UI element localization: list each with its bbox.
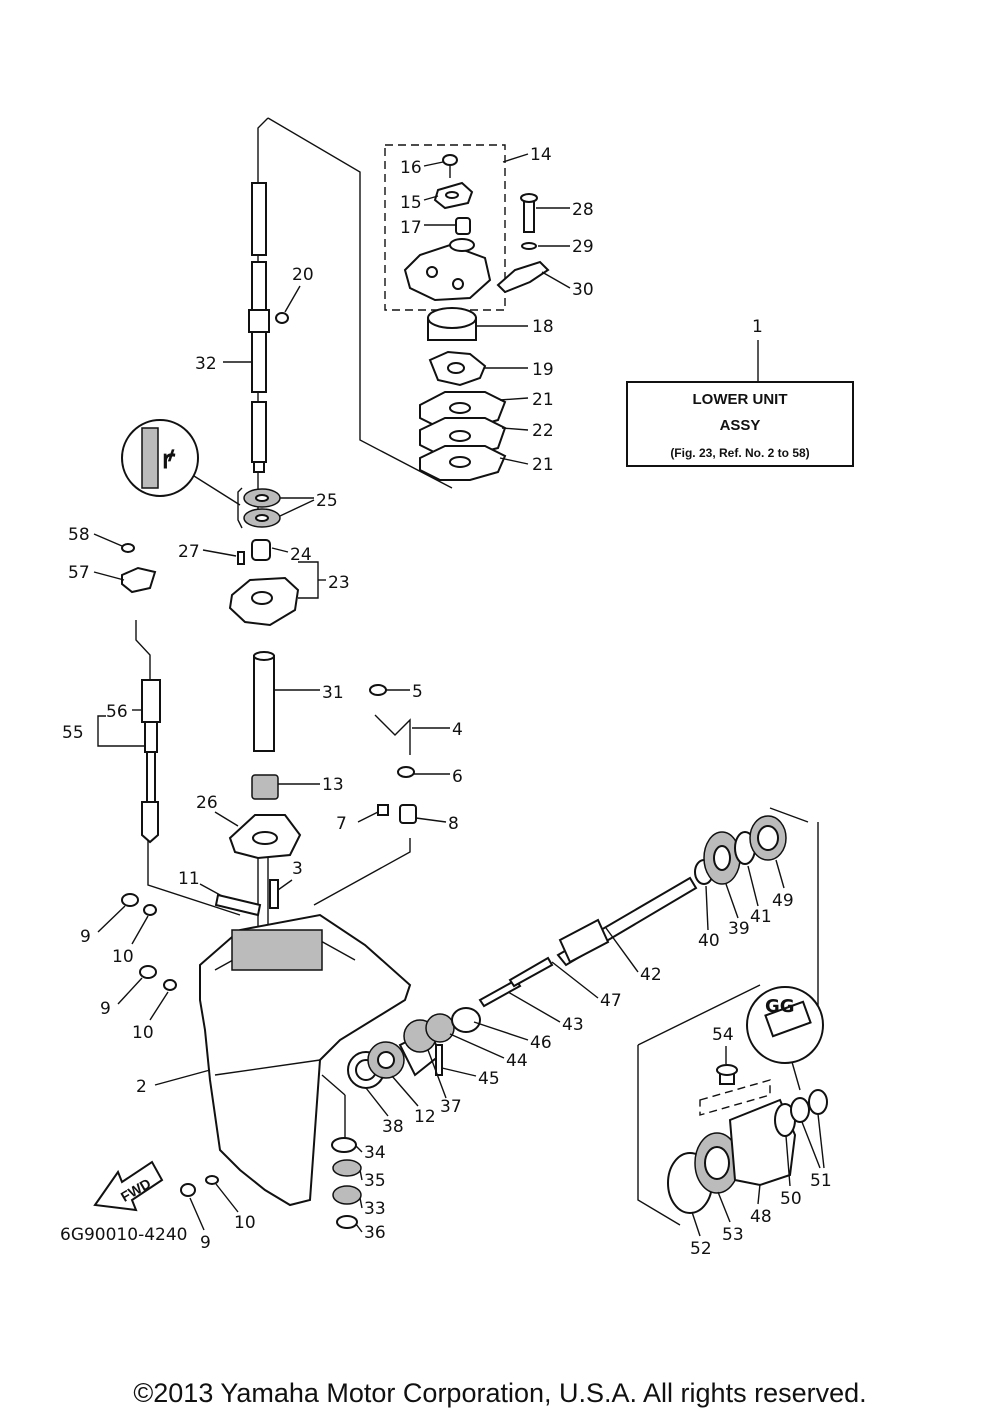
callout-32: 32 — [195, 354, 217, 374]
drive-shaft-housing — [228, 539, 300, 627]
callout-37: 37 — [440, 1097, 462, 1117]
grease-symbol: GG — [765, 996, 795, 1017]
callout-12: 12 — [414, 1107, 436, 1127]
callout-labels: 14 16 15 17 28 29 30 18 19 21 22 21 20 3… — [62, 145, 832, 1259]
callout-7: 7 — [336, 814, 347, 834]
callout-21b: 21 — [532, 455, 554, 475]
callout-15: 15 — [400, 193, 422, 213]
callout-50: 50 — [780, 1189, 802, 1209]
casing-fasteners — [121, 879, 279, 1197]
lower-unit-assy-box: 1 LOWER UNIT ASSY (Fig. 23, Ref. No. 2 t… — [626, 317, 854, 467]
prop-shaft-housing — [667, 1064, 828, 1214]
bearings — [237, 487, 281, 529]
svg-text:ꝵ: ꝵ — [162, 445, 176, 475]
callout-21a: 21 — [532, 390, 554, 410]
callout-9a: 9 — [80, 927, 91, 947]
callout-48: 48 — [750, 1207, 772, 1227]
callout-9b: 9 — [100, 999, 111, 1019]
diagram-code: 6G90010-4240 — [60, 1225, 187, 1245]
callout-20: 20 — [292, 265, 314, 285]
callout-47: 47 — [600, 991, 622, 1011]
callout-56: 56 — [106, 702, 128, 722]
callout-16: 16 — [400, 158, 422, 178]
callout-22: 22 — [532, 421, 554, 441]
fwd-arrow: FWD — [93, 1160, 164, 1212]
callout-52: 52 — [690, 1239, 712, 1259]
callout-58: 58 — [68, 525, 90, 545]
callout-36: 36 — [364, 1223, 386, 1243]
callout-44: 44 — [506, 1051, 528, 1071]
callout-23: 23 — [328, 573, 350, 593]
callout-18: 18 — [532, 317, 554, 337]
box-ref-number: 1 — [752, 317, 763, 337]
pinion-gear-parts — [331, 1007, 481, 1229]
callout-35: 35 — [364, 1171, 386, 1191]
middle-tube-parts — [228, 651, 302, 860]
propeller-shaft — [478, 876, 698, 1008]
callout-24: 24 — [290, 545, 312, 565]
callout-11: 11 — [178, 869, 200, 889]
callout-46: 46 — [530, 1033, 552, 1053]
callout-45: 45 — [478, 1069, 500, 1089]
callout-6: 6 — [452, 767, 463, 787]
box-subtitle: (Fig. 23, Ref. No. 2 to 58) — [670, 446, 809, 460]
callout-49: 49 — [772, 891, 794, 911]
grease-detail-circle: GG — [746, 986, 824, 1091]
callout-54: 54 — [712, 1025, 734, 1045]
drive-shaft — [248, 182, 289, 473]
callout-43: 43 — [562, 1015, 584, 1035]
callout-53: 53 — [722, 1225, 744, 1245]
box-title: LOWER UNIT — [693, 391, 788, 408]
callout-31: 31 — [322, 683, 344, 703]
callout-9c: 9 — [200, 1233, 211, 1253]
callout-42: 42 — [640, 965, 662, 985]
callout-13: 13 — [322, 775, 344, 795]
callout-38: 38 — [382, 1117, 404, 1137]
water-tube-parts — [369, 684, 417, 824]
forward-gear-stack — [694, 815, 787, 885]
callout-4: 4 — [452, 720, 463, 740]
callout-10a: 10 — [112, 947, 134, 967]
callout-5: 5 — [412, 682, 423, 702]
callout-55: 55 — [62, 723, 84, 743]
callout-2: 2 — [136, 1077, 147, 1097]
copyright-notice: ©2013 Yamaha Motor Corporation, U.S.A. A… — [133, 1378, 867, 1408]
callout-57: 57 — [68, 563, 90, 583]
callout-3: 3 — [292, 859, 303, 879]
lower-casing — [199, 913, 412, 1207]
callout-26: 26 — [196, 793, 218, 813]
callout-25: 25 — [316, 491, 338, 511]
callout-8: 8 — [448, 814, 459, 834]
callout-14: 14 — [530, 145, 552, 165]
callout-33: 33 — [364, 1199, 386, 1219]
callout-28: 28 — [572, 200, 594, 220]
detail-callout-circle: ꝵ — [121, 419, 241, 506]
callout-10b: 10 — [132, 1023, 154, 1043]
box-title-2: ASSY — [720, 417, 761, 434]
callout-19: 19 — [532, 360, 554, 380]
callout-40: 40 — [698, 931, 720, 951]
callout-17: 17 — [400, 218, 422, 238]
callout-10c: 10 — [234, 1213, 256, 1233]
callout-41: 41 — [750, 907, 772, 927]
callout-29: 29 — [572, 237, 594, 257]
shift-rod-assembly — [121, 543, 161, 844]
water-pump-parts — [403, 154, 550, 481]
callout-27: 27 — [178, 542, 200, 562]
callout-51: 51 — [810, 1171, 832, 1191]
callout-34: 34 — [364, 1143, 386, 1163]
callout-39: 39 — [728, 919, 750, 939]
callout-30: 30 — [572, 280, 594, 300]
